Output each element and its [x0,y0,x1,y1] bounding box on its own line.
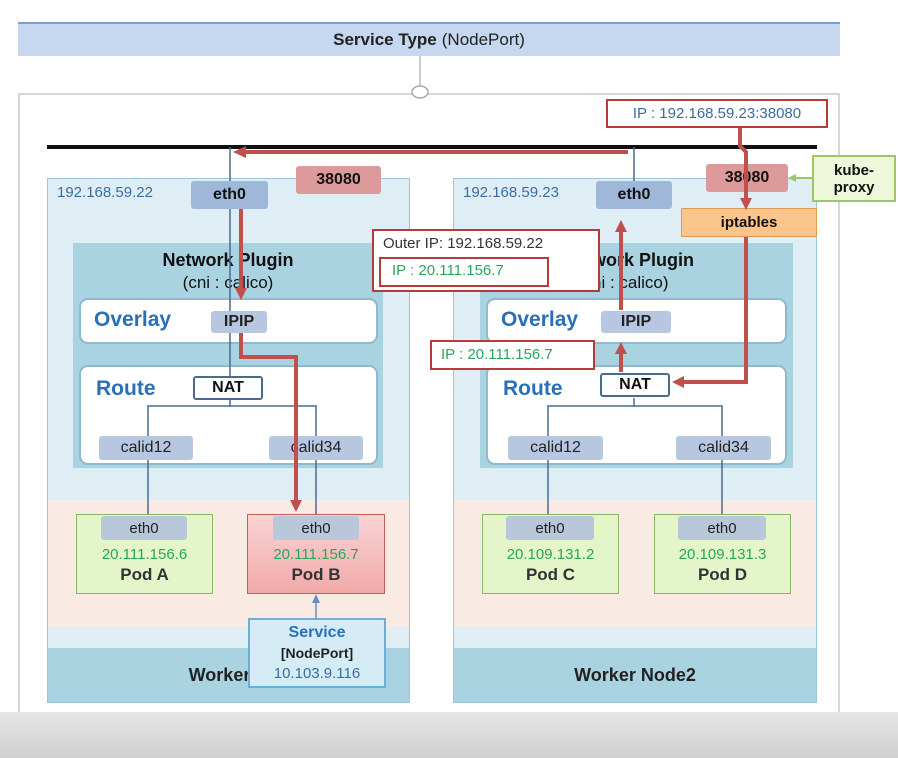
service-type-title: Service Type (NodePort) [18,22,840,56]
node1-port-38080: 38080 [296,166,381,194]
inner-ip-text: IP : 20.111.156.7 [441,346,553,363]
pod-b-ip: 20.111.156.7 [273,546,359,563]
service-type: [NodePort] [280,645,354,661]
node1-ip: 192.168.59.22 [57,184,153,201]
nodeport-service [248,618,386,688]
title-bold: Service Type [333,30,437,49]
node1-overlay-label: Overlay [94,308,172,331]
service-title: Service [288,624,346,641]
bottom-bar [0,712,898,758]
node2-footer: Worker Node2 [454,648,816,702]
node1-calid34: calid34 [269,436,363,460]
node1-route-label: Route [96,377,156,400]
pod-b-eth0: eth0 [273,516,359,540]
node2-calid12: calid12 [508,436,603,460]
node1-plugin-sub: (cni : calico) [182,273,274,292]
outer-ip-text: Outer IP: 192.168.59.22 [383,235,544,252]
pod-c-eth0: eth0 [506,516,594,540]
outer-inner-ip-text: IP : 20.111.156.7 [392,262,504,279]
node1-nat: NAT [193,376,263,400]
pod-d-name: Pod D [697,565,748,584]
pod-a-name: Pod A [120,565,169,584]
pod-c-ip: 20.109.131.2 [506,546,595,563]
node2-port-38080: 38080 [706,164,788,192]
pod-d-ip: 20.109.131.3 [678,546,767,563]
node2-route-label: Route [503,377,563,400]
node1-plugin-title: Network Plugin [162,250,294,270]
node1-ipip: IPIP [211,311,267,333]
node2-overlay-label: Overlay [501,308,579,331]
pod-a-ip: 20.111.156.6 [101,546,188,563]
node2-plugin-title: work Plugin [592,250,695,270]
pod-c-name: Pod C [525,565,576,584]
node2-nat: NAT [600,373,670,397]
pod-d-eth0: eth0 [678,516,766,540]
pod-b-name: Pod B [291,565,341,584]
service-ip: 10.103.9.116 [273,665,361,682]
node2-ip: 192.168.59.23 [463,184,559,201]
outer-inner-ip-box [379,257,549,287]
node-port-ip-label: IP : 192.168.59.23:38080 [606,99,828,128]
pod-a-eth0: eth0 [101,516,187,540]
inner-ip-callout [430,340,595,370]
kube-proxy-box: kube- proxy [812,155,896,202]
kube-proxy-line2: proxy [833,178,875,196]
node1-calid12: calid12 [99,436,193,460]
node2-calid34: calid34 [676,436,771,460]
node2-eth0: eth0 [596,181,672,209]
node1-eth0: eth0 [191,181,268,209]
node2-ipip: IPIP [601,311,671,333]
node2-plugin-sub: ni : calico) [592,273,669,292]
kube-proxy-line1: kube- [833,161,874,179]
iptables-box: iptables [681,208,817,237]
title-rest: (NodePort) [441,30,525,49]
